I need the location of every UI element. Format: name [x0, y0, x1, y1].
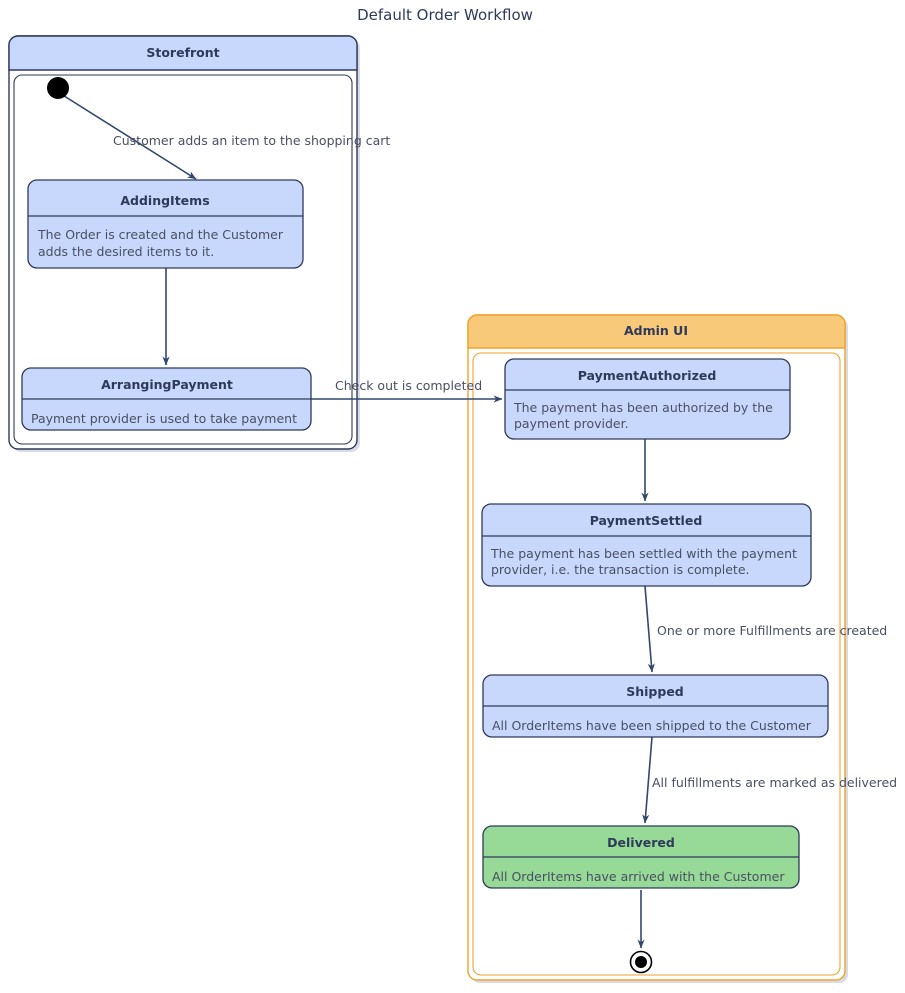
adding-items-box — [27, 179, 304, 269]
payment-settled-desc-line-2: provider, i.e. the transaction is comple… — [491, 562, 750, 577]
state-delivered[interactable]: Delivered All OrderItems have arrived wi… — [482, 825, 800, 889]
shipped-title: Shipped — [626, 684, 684, 699]
state-shipped[interactable]: Shipped All OrderItems have been shipped… — [482, 674, 829, 738]
payment-authorized-desc-line-1: The payment has been authorized by the — [513, 400, 773, 415]
delivered-title: Delivered — [607, 835, 675, 850]
adding-items-desc-line-2: adds the desired items to it. — [38, 244, 214, 259]
payment-settled-desc-line-1: The payment has been settled with the pa… — [490, 546, 797, 561]
edge-initial-to-adding-items — [60, 93, 197, 180]
arranging-payment-desc-line-1: Payment provider is used to take payment — [31, 411, 297, 426]
payment-settled-box — [481, 503, 812, 587]
state-payment-settled[interactable]: PaymentSettled The payment has been sett… — [481, 503, 812, 587]
page-title: Default Order Workflow — [357, 6, 533, 24]
payment-authorized-title: PaymentAuthorized — [578, 368, 717, 383]
container-label-storefront: Storefront — [146, 45, 219, 60]
initial-state-icon — [47, 77, 69, 99]
label-customer-adds-item: Customer adds an item to the shopping ca… — [113, 133, 390, 148]
label-fulfillments-created: One or more Fulfillments are created — [657, 623, 887, 638]
delivered-desc-line-1: All OrderItems have arrived with the Cus… — [492, 869, 785, 884]
transitions-layer — [60, 93, 655, 949]
label-fulfillments-delivered: All fulfillments are marked as delivered — [652, 775, 897, 790]
payment-settled-title: PaymentSettled — [590, 513, 703, 528]
state-payment-authorized[interactable]: PaymentAuthorized The payment has been a… — [504, 358, 791, 440]
edge-shipped-to-delivered — [642, 736, 653, 824]
adding-items-title: AddingItems — [120, 193, 209, 208]
container-label-admin-ui: Admin UI — [624, 323, 688, 338]
payment-authorized-desc-line-2: payment provider. — [514, 416, 629, 431]
shipped-desc-line-1: All OrderItems have been shipped to the … — [492, 718, 812, 733]
payment-authorized-box — [504, 358, 791, 440]
admin-ui-header-band — [467, 314, 846, 349]
adding-items-desc-line-1: The Order is created and the Customer — [37, 227, 284, 242]
storefront-header-band — [8, 35, 358, 71]
transition-labels-layer: Customer adds an item to the shopping ca… — [113, 133, 897, 790]
label-check-out-completed: Check out is completed — [335, 378, 482, 393]
edge-payment-settled-to-shipped — [644, 585, 655, 673]
arranging-payment-title: ArrangingPayment — [101, 377, 233, 392]
state-adding-items[interactable]: AddingItems The Order is created and the… — [27, 179, 304, 269]
state-arranging-payment[interactable]: ArrangingPayment Payment provider is use… — [21, 367, 312, 431]
final-state-icon — [629, 950, 653, 974]
